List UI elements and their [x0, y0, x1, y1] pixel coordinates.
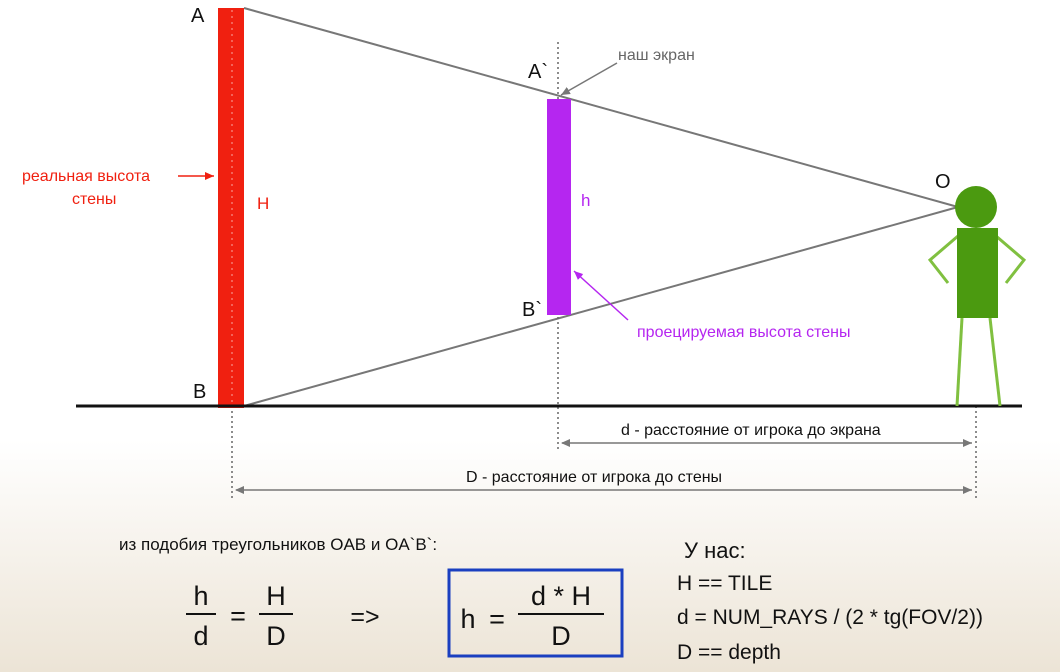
defs-line-2: d = NUM_RAYS / (2 * tg(FOV/2)): [677, 606, 983, 629]
sight-line-bottom: [243, 206, 959, 407]
boxed-formula: h = d * H D: [447, 568, 624, 658]
ratio-equation: h d = H D: [186, 581, 293, 651]
ratio-left-den: d: [193, 621, 208, 651]
wall-rect: [218, 8, 244, 408]
boxed-lhs: h: [460, 604, 475, 634]
ratio-equals: =: [230, 601, 246, 631]
label-projected-height: проецируемая высота стены: [637, 324, 851, 341]
label-point-O: O: [935, 171, 951, 193]
player-figure: [927, 186, 1027, 407]
definitions: У нас: H == TILE d = NUM_RAYS / (2 * tg(…: [677, 538, 983, 664]
label-real-height-2: стены: [72, 191, 116, 208]
ratio-left-num: h: [193, 581, 208, 611]
label-dist-wall: D - расстояние от игрока до стены: [466, 469, 722, 486]
label-point-A-prime: A`: [528, 61, 548, 83]
defs-title: У нас:: [684, 538, 746, 563]
formula-box: [447, 568, 624, 658]
label-point-A: A: [191, 5, 205, 27]
implies-arrow: =>: [350, 603, 379, 631]
label-point-B: B: [193, 381, 206, 403]
defs-line-3: D == depth: [677, 641, 781, 664]
label-our-screen: наш экран: [618, 47, 695, 64]
defs-line-1: H == TILE: [677, 572, 772, 595]
our-screen-arrow: [560, 62, 618, 96]
boxed-equals: =: [489, 604, 505, 634]
ratio-right-num: H: [266, 581, 286, 611]
boxed-num: d * H: [531, 581, 591, 611]
boxed-den: D: [551, 621, 571, 651]
label-point-B-prime: B`: [522, 299, 542, 321]
label-dist-screen: d - расстояние от игрока до экрана: [621, 422, 881, 439]
sight-line-top: [243, 7, 959, 208]
ratio-right-den: D: [266, 621, 286, 651]
similarity-caption: из подобия треугольников OAB и OA`B`:: [119, 535, 437, 554]
label-screen-h: h: [581, 191, 590, 210]
label-wall-H: H: [257, 194, 269, 213]
projected-height-arrow: [573, 270, 629, 321]
label-real-height-1: реальная высота: [22, 168, 150, 185]
screen-rect: [547, 99, 571, 315]
